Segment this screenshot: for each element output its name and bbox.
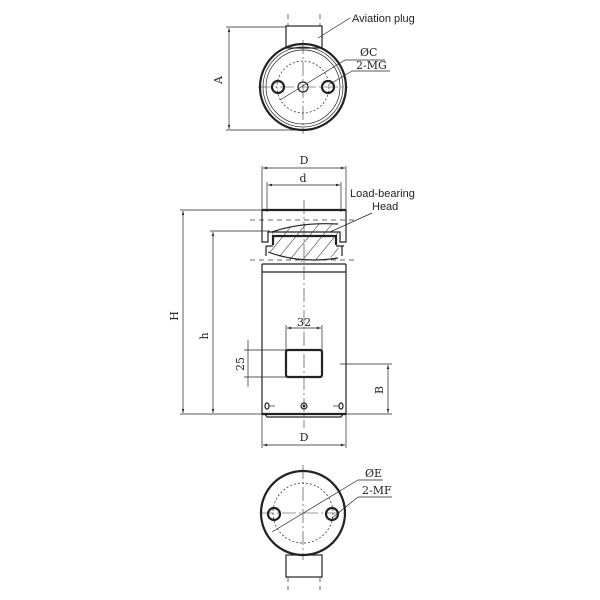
aviation-plug-label: Aviation plug [352,13,415,25]
bottom-hole-right [324,506,340,522]
aviation-plug-shape [285,14,323,49]
bottom-hole-left [266,506,282,522]
dim-a-label: A [212,75,225,85]
side-view: D d [168,154,415,448]
load-bearing-head [265,223,344,262]
connector-window [284,348,324,379]
dim-d-top-label: D [300,154,309,167]
load-bearing-head-label-line2: Head [372,201,398,213]
dim-d-bottom-label: D [300,431,309,444]
top-view: A Aviation plug ØC 2-MG [212,13,415,134]
bottom-view: ØE 2-MF [259,465,392,590]
dim-32-label: 32 [297,316,311,329]
bottom-aviation-plug [285,554,323,590]
thread-mg-label: 2-MG [356,59,387,72]
diameter-c-label: ØC [360,46,377,59]
diameter-e-label: ØE [365,467,382,480]
screw-center [300,402,308,410]
dim-h-total-label: H [168,311,181,321]
thread-mf-label: 2-MF [362,484,392,497]
screw-right [338,402,344,410]
body-cylinder [261,263,347,418]
screw-left [264,402,270,410]
dim-b-label: B [373,386,386,394]
dim-25-label: 25 [234,357,247,371]
dim-h-head-label: h [198,332,211,339]
dim-d-small-label: d [299,172,306,185]
load-bearing-head-label-line1: Load-bearing [350,188,415,200]
